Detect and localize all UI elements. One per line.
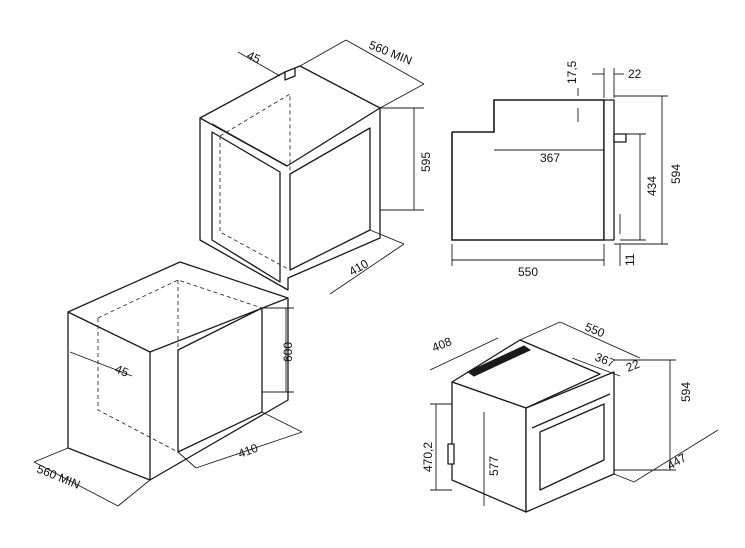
upper-top-inner <box>211 123 288 167</box>
side-bottom-label: 11 <box>623 253 637 266</box>
iso-width-label: 447 <box>665 450 690 472</box>
upper-niche-left-wall <box>211 131 281 283</box>
lower-height-label: 600 <box>281 342 295 362</box>
side-view: 17,5 22 367 434 594 11 550 <box>451 60 683 279</box>
side-total-height-label: 594 <box>669 164 683 184</box>
iso-side-depth-label: 408 <box>430 334 454 355</box>
iso-vent <box>466 345 532 377</box>
side-handle <box>613 133 627 143</box>
iso-height-label: 594 <box>679 382 693 402</box>
iso-front-height-label: 577 <box>487 456 501 476</box>
upper-depth-label: 410 <box>347 256 372 278</box>
lower-depth-side-label: 45 <box>113 362 131 380</box>
side-panel-label: 22 <box>628 67 642 81</box>
side-depth-label: 550 <box>518 265 538 279</box>
upper-hidden-back <box>219 93 291 174</box>
side-body-outline <box>451 99 605 241</box>
iso-oven: 408 550 367 22 594 470,2 577 447 <box>421 320 719 513</box>
iso-depth-label: 550 <box>583 320 607 341</box>
iso-door-window <box>539 403 605 491</box>
lower-depth-label: 410 <box>236 441 260 461</box>
side-top-offset-label: 17,5 <box>565 60 579 84</box>
lower-hidden-top <box>97 279 263 319</box>
lower-width-label: 560 MIN <box>35 462 82 492</box>
side-front-panel <box>603 99 615 241</box>
iso-left-height-label: 470,2 <box>421 442 435 472</box>
upper-height-label: 595 <box>419 152 433 172</box>
iso-side-tab <box>447 443 455 465</box>
upper-hidden-bottom <box>219 136 291 271</box>
iso-panel-label: 22 <box>624 357 642 375</box>
side-inner-depth-label: 367 <box>540 151 560 165</box>
iso-door-handle <box>531 393 611 429</box>
side-door-height-label: 434 <box>645 176 659 196</box>
lower-hidden-left <box>97 318 179 453</box>
upper-width-label: 560 MIN <box>367 38 414 68</box>
upper-cabinet <box>199 65 381 291</box>
upper-depth-top-label: 45 <box>245 48 263 66</box>
upper-top-lip <box>284 68 296 81</box>
